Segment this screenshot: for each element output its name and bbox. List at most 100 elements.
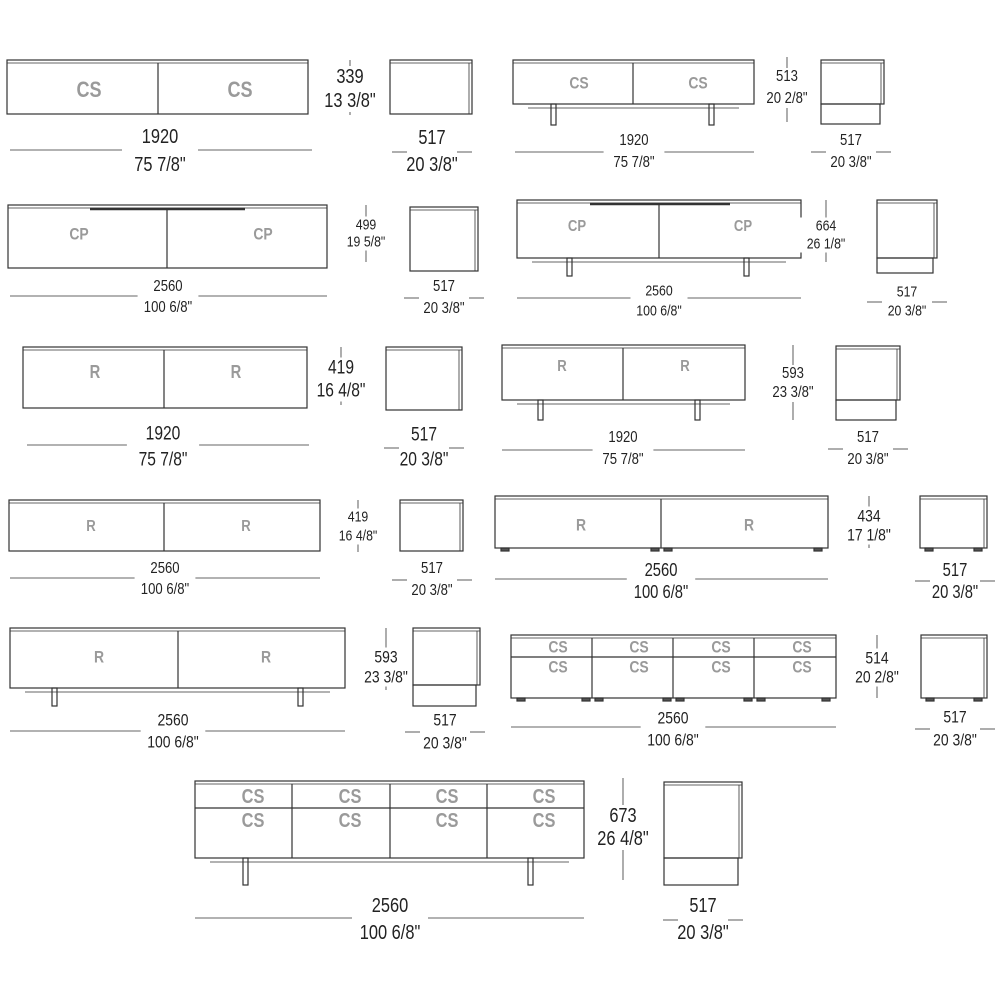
depth-inches: 20 3/8": [423, 733, 467, 753]
width-inches: 100 6/8": [147, 732, 199, 752]
height-mm: 419: [328, 357, 354, 379]
module-code-label: CS: [435, 810, 459, 832]
height-label-background: [336, 216, 396, 251]
width-inches: 100 6/8": [633, 582, 689, 602]
leg: [694, 399, 701, 421]
module-code-label: CS: [792, 657, 812, 677]
width-mm: 2560: [157, 710, 189, 730]
side-view-cabinet: [920, 634, 988, 699]
module-code-label: CS: [338, 810, 362, 832]
width-mm: 2560: [150, 560, 180, 577]
width-mm: 2560: [645, 282, 673, 300]
width-inches: 100 6/8": [636, 302, 682, 320]
module-code-label: CS: [569, 73, 589, 93]
depth-inches: 20 3/8": [887, 302, 927, 320]
side-view-cabinet: [919, 495, 988, 549]
height-inches: 13 3/8": [324, 90, 376, 112]
depth-inches: 20 3/8": [399, 449, 449, 471]
height-inches: 23 3/8": [364, 667, 408, 687]
side-view-cabinet: [835, 345, 901, 401]
depth-inches: 20 3/8": [933, 730, 977, 750]
module-code-label: CP: [69, 224, 89, 244]
module-code-label: CS: [548, 657, 568, 677]
module-code-label: R: [241, 518, 251, 535]
width-mm: 1920: [145, 423, 181, 445]
height-label-background: [328, 508, 388, 545]
height-label-background: [796, 217, 856, 253]
depth-inches: 20 3/8": [677, 922, 729, 944]
module-code-label: CS: [711, 637, 731, 657]
module-code-label: CS: [227, 77, 253, 102]
height-label-background: [763, 365, 823, 402]
front-view-cabinet: [22, 346, 308, 409]
leg: [550, 103, 557, 126]
module-code-label: R: [89, 362, 101, 382]
depth-mm: 517: [943, 707, 967, 727]
module-code-label: R: [260, 647, 272, 667]
side-view-cabinet: [663, 781, 743, 859]
height-label-background: [320, 66, 380, 112]
leg: [743, 257, 750, 277]
module-code-label: CS: [532, 786, 556, 808]
side-plinth: [663, 857, 739, 886]
height-inches: 26 4/8": [597, 828, 649, 850]
height-inches: 17 1/8": [847, 525, 891, 545]
foot: [925, 697, 935, 702]
height-mm: 513: [776, 68, 798, 85]
width-mm: 1920: [608, 429, 638, 446]
depth-mm: 517: [418, 127, 446, 149]
module-code-label: CS: [338, 786, 362, 808]
module-code-label: CS: [532, 810, 556, 832]
module-code-label: CS: [548, 637, 568, 657]
side-view-cabinet: [389, 59, 473, 115]
height-inches: 16 4/8": [338, 527, 378, 545]
side-view-cabinet: [409, 206, 479, 272]
leg: [566, 257, 573, 277]
height-label-background: [757, 68, 817, 108]
width-inches: 75 7/8": [613, 154, 655, 171]
height-mm: 434: [857, 506, 881, 526]
width-mm: 1920: [141, 126, 179, 148]
height-inches: 20 2/8": [766, 90, 808, 107]
side-view-cabinet: [412, 627, 481, 686]
depth-mm: 517: [942, 560, 968, 580]
depth-mm: 517: [857, 429, 879, 446]
depth-mm: 517: [689, 895, 717, 917]
module-code-label: R: [230, 362, 242, 382]
width-mm: 2560: [371, 895, 409, 917]
leg: [708, 103, 715, 126]
height-inches: 23 3/8": [772, 384, 814, 401]
width-mm: 2560: [657, 708, 689, 728]
depth-inches: 20 3/8": [931, 582, 979, 602]
side-plinth: [876, 257, 934, 274]
side-plinth: [412, 684, 477, 707]
depth-mm: 517: [433, 278, 455, 295]
foot: [973, 697, 983, 702]
module-code-label: CS: [688, 73, 708, 93]
depth-inches: 20 3/8": [406, 154, 458, 176]
height-label-background: [847, 648, 907, 687]
module-code-label: CP: [253, 224, 273, 244]
module-code-label: R: [575, 515, 587, 535]
depth-mm: 517: [411, 424, 437, 446]
side-plinth: [820, 103, 881, 125]
height-inches: 26 1/8": [806, 235, 846, 253]
width-inches: 100 6/8": [647, 730, 699, 750]
module-code-label: R: [680, 358, 690, 375]
module-code-label: R: [86, 518, 96, 535]
module-code-label: R: [93, 647, 105, 667]
width-inches: 75 7/8": [602, 451, 644, 468]
module-code-label: CS: [435, 786, 459, 808]
module-code-label: R: [557, 358, 567, 375]
height-mm: 514: [865, 648, 889, 668]
depth-mm: 517: [896, 283, 918, 301]
module-code-label: R: [743, 515, 755, 535]
height-mm: 419: [347, 508, 369, 526]
height-inches: 20 2/8": [855, 667, 899, 687]
height-mm: 593: [374, 647, 398, 667]
module-code-label: CS: [76, 77, 102, 102]
leg: [537, 399, 544, 421]
module-code-label: CS: [629, 637, 649, 657]
height-mm: 673: [609, 805, 637, 827]
